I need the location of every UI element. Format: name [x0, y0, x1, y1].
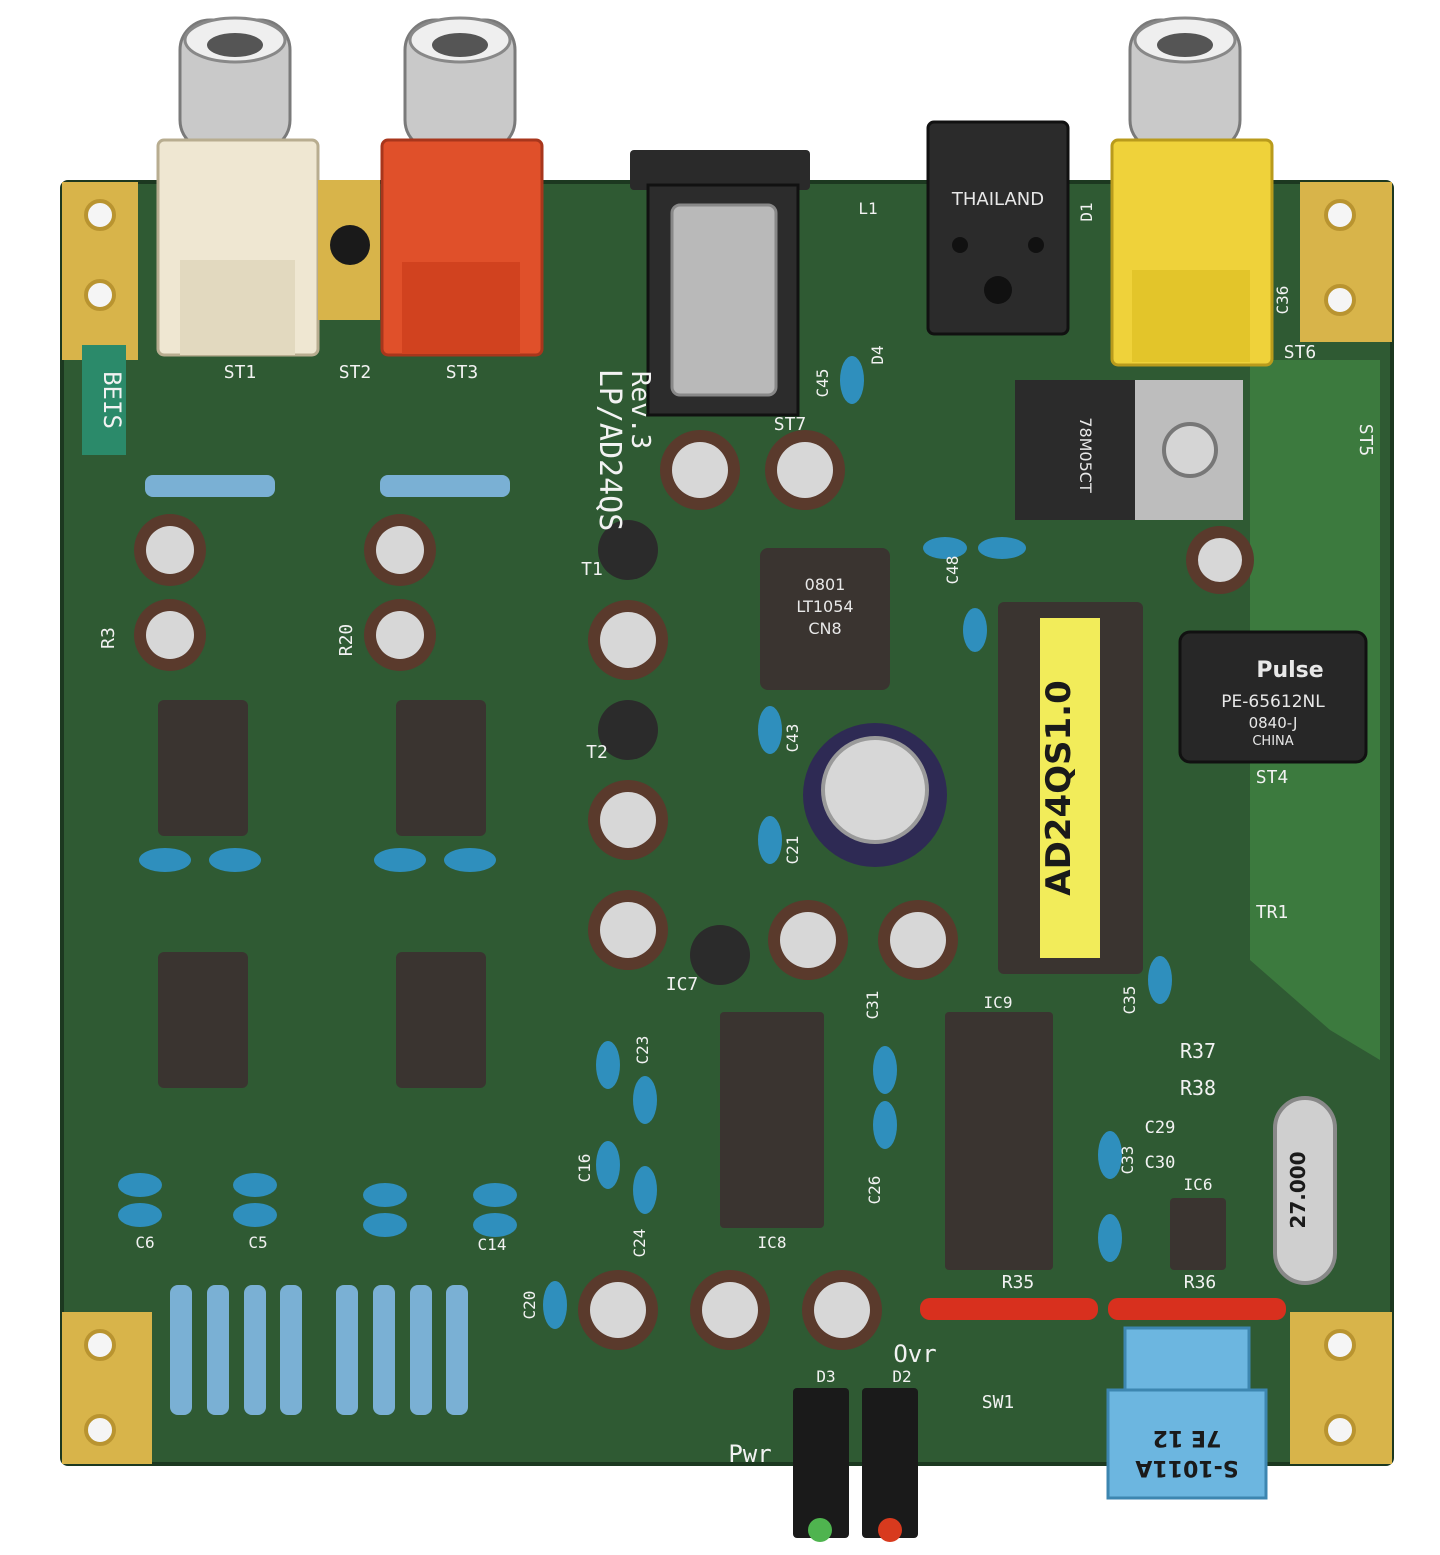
label-r3: R3: [98, 627, 119, 649]
optical-connector-label: THAILAND: [951, 189, 1044, 210]
ceramic-caps: [118, 356, 1172, 1329]
crystal: 27.000: [1273, 1096, 1337, 1285]
label-st1: ST1: [224, 362, 257, 383]
label-r36: R36: [1184, 1272, 1217, 1293]
transformer-code: 0840-J: [1249, 714, 1298, 732]
label-ic8: IC8: [758, 1233, 787, 1252]
label-sw1: SW1: [982, 1392, 1015, 1413]
led-ovr: [862, 1388, 918, 1542]
label-r38: R38: [1180, 1076, 1216, 1100]
rca-connector-yellow[interactable]: [1110, 16, 1274, 367]
label-pwr: Pwr: [728, 1440, 771, 1468]
transformer-brand: Pulse: [1256, 658, 1323, 683]
transformer-origin: CHINA: [1252, 734, 1293, 749]
voltage-regulator: 78M05CT: [1015, 380, 1243, 520]
label-ic9: IC9: [984, 993, 1013, 1012]
dsp-label: AD24QS1.0: [1039, 680, 1079, 895]
label-l1: L1: [858, 199, 877, 218]
transistors: [598, 520, 750, 985]
relay: S-1011A 7E 12: [1106, 1326, 1268, 1500]
label-ic7: IC7: [666, 974, 699, 995]
power-jack[interactable]: [630, 150, 810, 417]
transformer-part: PE-65612NL: [1221, 692, 1325, 712]
label-t2: T2: [586, 742, 608, 763]
regulator-label: 78M05CT: [1076, 417, 1095, 493]
label-ic6: IC6: [1184, 1175, 1213, 1194]
crystal-label: 27.000: [1286, 1151, 1310, 1228]
label-c30: C30: [1145, 1153, 1176, 1173]
relay-line1: S-1011A: [1135, 1455, 1238, 1480]
label-c33: C33: [1118, 1146, 1137, 1175]
brand-label: BEIS: [98, 371, 126, 429]
label-c14: C14: [478, 1235, 507, 1254]
label-ovr: Ovr: [893, 1340, 936, 1368]
label-r20: R20: [336, 624, 357, 657]
label-c6: C6: [135, 1233, 154, 1252]
label-st3: ST3: [446, 362, 479, 383]
label-c24: C24: [630, 1229, 649, 1258]
label-st2: ST2: [339, 362, 372, 383]
label-c45: C45: [813, 369, 832, 398]
label-c21: C21: [783, 836, 802, 865]
label-c26: C26: [865, 1176, 884, 1205]
label-c5: C5: [248, 1233, 267, 1252]
large-capacitor: [803, 723, 947, 867]
label-c43: C43: [783, 724, 802, 753]
label-d4: D4: [868, 345, 887, 364]
dsp-chip: AD24QS1.0: [998, 602, 1143, 974]
power-resistors: [920, 1298, 1286, 1320]
label-st6: ST6: [1284, 342, 1317, 363]
label-r37: R37: [1180, 1039, 1216, 1063]
optical-connector[interactable]: THAILAND: [926, 120, 1070, 336]
label-c29: C29: [1145, 1118, 1176, 1138]
rca-connector-white[interactable]: [156, 16, 320, 357]
label-st7: ST7: [774, 414, 807, 435]
label-d2: D2: [892, 1367, 911, 1386]
mounting-pads: [62, 182, 1392, 1464]
resistor-bank: [145, 475, 510, 1415]
dip-chips: [158, 700, 486, 1088]
label-c31: C31: [863, 991, 882, 1020]
opamp-line1: 0801: [805, 575, 846, 594]
relay-line2: 7E 12: [1153, 1425, 1222, 1450]
label-c48: C48: [943, 556, 962, 585]
label-t1: T1: [581, 559, 603, 580]
label-d1: D1: [1077, 202, 1096, 221]
label-st4: ST4: [1256, 767, 1289, 788]
electrolytic-tops: [146, 442, 1242, 1338]
label-tr1: TR1: [1256, 902, 1289, 923]
label-st5: ST5: [1355, 424, 1376, 457]
label-c20: C20: [520, 1291, 539, 1320]
soic-chips: [720, 1012, 1226, 1270]
opamp-line3: CN8: [808, 619, 841, 638]
label-d3: D3: [816, 1367, 835, 1386]
label-r35: R35: [1002, 1272, 1035, 1293]
rca-gap-hole: [330, 225, 370, 265]
label-c23: C23: [633, 1036, 652, 1065]
rca-connector-red[interactable]: [380, 16, 544, 357]
opamp-line2: LT1054: [796, 597, 853, 616]
label-c36: C36: [1273, 286, 1292, 315]
opamp-chip: 0801 LT1054 CN8: [760, 548, 890, 690]
led-pwr: [793, 1388, 849, 1542]
board-title: LP/AD24QS: [592, 369, 627, 532]
board-revision: Rev.3: [625, 371, 655, 449]
pulse-transformer: Pulse PE-65612NL 0840-J CHINA: [1178, 630, 1368, 764]
silkscreen: LP/AD24QS Rev.3 BEIS ST1 ST2 ST3 ST4 ST5…: [82, 199, 1376, 1468]
label-c16: C16: [575, 1154, 594, 1183]
label-c35: C35: [1120, 986, 1139, 1015]
